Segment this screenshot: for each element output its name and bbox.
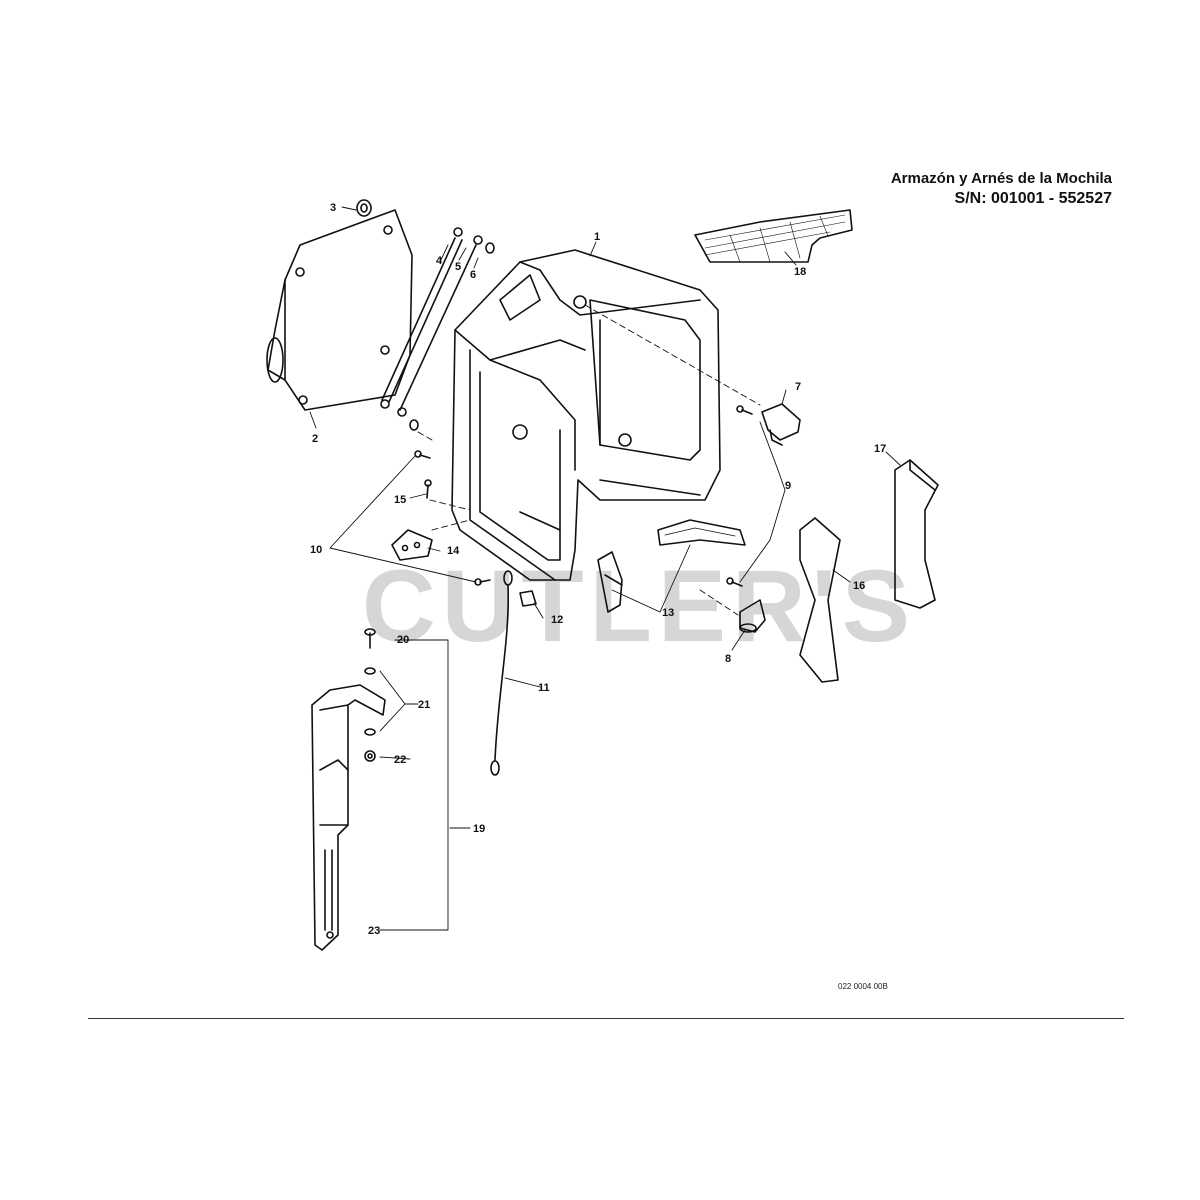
callout-10: 10: [310, 544, 322, 556]
lumbar-pad-part: [799, 517, 841, 683]
callout-4: 4: [436, 255, 443, 267]
callout-6: 6: [470, 269, 476, 281]
rod-parts: [380, 227, 495, 431]
backpack-frame-part: [451, 249, 721, 581]
callout-18: 18: [794, 266, 806, 278]
mount-plate-part: [391, 529, 433, 561]
foam-pad-part: [894, 459, 939, 609]
strap-hardware-parts: [364, 628, 376, 762]
clip-part: [519, 590, 537, 607]
mesh-pad-part: [694, 209, 853, 263]
callout-21: 21: [418, 699, 430, 711]
callout-13: 13: [662, 607, 674, 619]
diagram-reference-code: 022 0004 00B: [838, 982, 888, 991]
callout-1: 1: [594, 231, 600, 243]
assembly-lines: [417, 304, 761, 616]
leader-lines: [309, 206, 901, 931]
callout-8: 8: [725, 653, 731, 665]
upper-bracket-part: [761, 403, 801, 446]
footer-divider: [88, 1018, 1124, 1019]
serial-range: S/N: 001001 - 552527: [954, 190, 1112, 207]
hip-bracket-parts: [597, 519, 746, 613]
callout-23: 23: [368, 925, 380, 937]
callout-22: 22: [394, 754, 406, 766]
bolt-parts: [726, 405, 753, 587]
callout-19: 19: [473, 823, 485, 835]
callout-5: 5: [455, 261, 461, 273]
callout-12: 12: [551, 614, 563, 626]
callout-11: 11: [538, 682, 550, 694]
watermark: CUTLER'S: [362, 549, 916, 663]
callout-14: 14: [447, 545, 460, 557]
callout-20: 20: [397, 634, 409, 646]
screw-parts: [414, 450, 491, 586]
ground-cable-part: [490, 570, 513, 776]
callout-16: 16: [853, 580, 865, 592]
callout-15: 15: [394, 494, 406, 506]
callout-9: 9: [785, 480, 791, 492]
callout-numbers: 1 2 3 4 5 6 7 8 9 10 11 12 13 14 15 16 1…: [310, 202, 886, 937]
grommet-part: [356, 199, 372, 217]
callout-17: 17: [874, 443, 886, 455]
callout-2: 2: [312, 433, 318, 445]
page-title: Armazón y Arnés de la Mochila: [890, 170, 1112, 187]
callout-7: 7: [795, 381, 801, 393]
callout-3: 3: [330, 202, 336, 214]
side-plate-part: [266, 209, 413, 411]
lower-bracket-part: [739, 599, 766, 633]
harness-strap-part: [311, 684, 386, 951]
